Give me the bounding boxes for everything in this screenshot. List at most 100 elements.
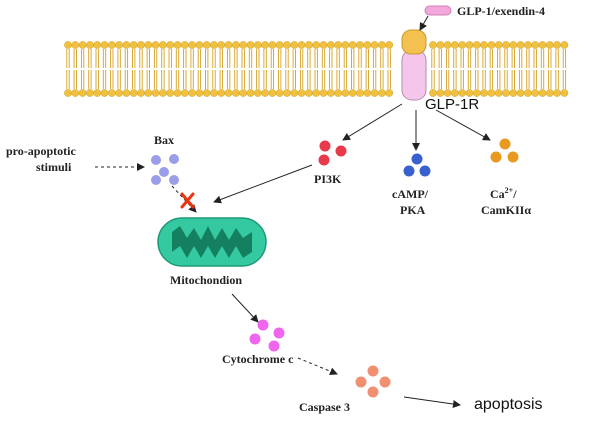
lipid-head	[516, 89, 525, 97]
lipid-head	[144, 89, 153, 97]
lipid-head	[370, 41, 379, 49]
lipid-head	[202, 41, 211, 49]
camp-label-line2: PKA	[400, 203, 426, 217]
camp-pka-molecule	[403, 153, 431, 177]
lipid-head	[144, 41, 153, 49]
ca-dot	[507, 151, 519, 163]
lipid-head	[458, 41, 467, 49]
lipid-head	[166, 41, 175, 49]
lipid-head	[86, 89, 94, 97]
ca-camkii-molecule	[490, 138, 519, 163]
arrow-caspase-to-apoptosis	[403, 396, 461, 408]
caspase-dot	[355, 376, 367, 388]
lipid-head	[494, 89, 503, 97]
lipid-head	[246, 89, 255, 97]
lipid-head	[166, 89, 175, 97]
lipid-head	[78, 89, 87, 97]
camp-dot	[419, 165, 431, 177]
lipid-head	[232, 41, 240, 49]
lipid-head	[509, 41, 518, 49]
lipid-head	[363, 41, 372, 49]
lipid-head	[443, 41, 452, 49]
lipid-head	[560, 41, 569, 49]
pi3k-label: PI3K	[314, 172, 342, 186]
lipid-head	[429, 41, 437, 49]
lipid-head	[312, 89, 321, 97]
lipid-head	[465, 41, 474, 49]
lipid-head	[180, 41, 189, 49]
ca-dot	[499, 138, 511, 150]
lipid-head	[151, 89, 160, 97]
camp-dot	[403, 165, 415, 177]
lipid-head	[137, 41, 145, 49]
lipid-head	[472, 41, 481, 49]
lipid-head	[224, 89, 233, 97]
caspase-dot	[367, 386, 379, 398]
lipid-head	[480, 41, 488, 49]
lipid-head	[487, 89, 496, 97]
lipid-head	[71, 41, 80, 49]
caspase-dot	[379, 376, 391, 388]
lipid-head	[545, 41, 554, 49]
lipid-head	[509, 89, 518, 97]
lipid-head	[283, 89, 291, 97]
lipid-head	[86, 41, 94, 49]
lipid-head	[137, 89, 145, 97]
cytochrome-dot	[249, 333, 261, 345]
lipid-head	[100, 89, 109, 97]
camk-label: CamKIIα	[481, 203, 531, 217]
lipid-head	[553, 89, 561, 97]
lipid-head	[71, 89, 80, 97]
lipid-head	[107, 41, 116, 49]
lipid-head	[494, 41, 503, 49]
bax-dot	[169, 175, 179, 185]
lipid-head	[319, 41, 328, 49]
lipid-head	[253, 89, 262, 97]
lipid-head	[159, 89, 167, 97]
cytochrome-label: Cytochrome c	[222, 352, 294, 366]
lipid-head	[341, 89, 350, 97]
lipid-head	[538, 41, 547, 49]
lipid-head	[502, 41, 510, 49]
lipid-head	[261, 41, 269, 49]
lipid-head	[217, 89, 226, 97]
lipid-head	[516, 41, 525, 49]
receptor-label: GLP-1R	[425, 96, 479, 113]
cell-membrane	[64, 41, 569, 97]
lipid-head	[524, 89, 532, 97]
lipid-head	[64, 41, 72, 49]
lipid-head	[210, 89, 218, 97]
cytochrome-dot	[257, 319, 269, 331]
lipid-head	[180, 89, 189, 97]
bax-dot	[169, 154, 179, 164]
lipid-head	[239, 89, 248, 97]
ligand-label: GLP-1/exendin-4	[457, 4, 545, 18]
mitochondrion	[157, 217, 267, 267]
camp-dot	[411, 153, 423, 165]
pro-apoptotic-label-line1: pro-apoptotic	[6, 144, 76, 158]
cytochrome-dot	[268, 340, 280, 352]
arrow-receptor-to-ca	[435, 109, 491, 141]
lipid-head	[195, 41, 204, 49]
lipid-head	[64, 89, 72, 97]
camp-label-line1: cAMP/	[392, 187, 429, 201]
arrow-mito-to-cytochrome	[231, 293, 259, 323]
pi3k-dot	[318, 154, 330, 166]
lipid-head	[451, 41, 459, 49]
cytochrome-c-molecule	[249, 319, 285, 352]
lipid-head	[312, 41, 321, 49]
pi3k-dot	[335, 145, 347, 157]
lipid-head	[122, 41, 131, 49]
lipid-head	[356, 41, 364, 49]
lipid-head	[370, 89, 379, 97]
lipid-head	[334, 41, 342, 49]
lipid-head	[560, 89, 569, 97]
lipid-head	[115, 41, 123, 49]
arrow-pi3k-to-mito	[213, 164, 313, 204]
mitochondrion-label: Mitochondion	[170, 273, 242, 287]
lipid-head	[217, 41, 226, 49]
lipid-head	[129, 89, 138, 97]
bax-molecule	[151, 154, 179, 185]
bax-dot	[151, 175, 161, 185]
